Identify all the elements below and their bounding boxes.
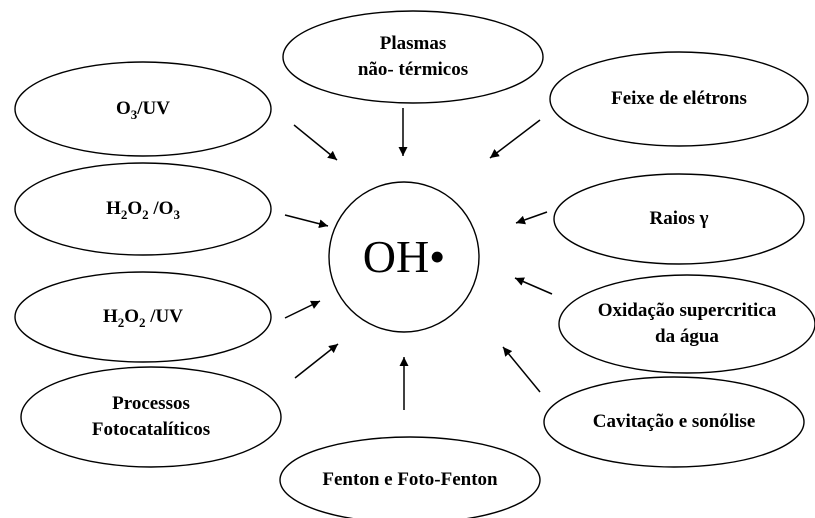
node-shape-plasmas (282, 10, 544, 104)
arrow-fotocat-to-center (294, 343, 339, 379)
node-shape-fenton (279, 436, 541, 518)
arrow-o3uv-to-center (293, 124, 338, 161)
arrow-h2o2o3-to-center (284, 214, 329, 229)
node-shape-o3uv (14, 61, 272, 157)
center-node-shape (328, 181, 480, 333)
node-shape-feixe (549, 51, 809, 147)
arrow-h2o2uv-to-center (284, 300, 321, 319)
node-shape-fotocat (20, 366, 282, 468)
node-shape-oxidacao (558, 274, 815, 374)
arrow-oxidacao-to-center (514, 277, 553, 295)
arrow-cavitacao-to-center (502, 346, 541, 393)
node-shape-h2o2uv (14, 271, 272, 363)
arrow-raios-to-center (515, 211, 548, 225)
arrow-feixe-to-center (489, 119, 541, 159)
node-shape-cavitacao (543, 376, 805, 468)
node-shape-h2o2o3 (14, 162, 272, 256)
node-shape-raios (553, 173, 805, 265)
